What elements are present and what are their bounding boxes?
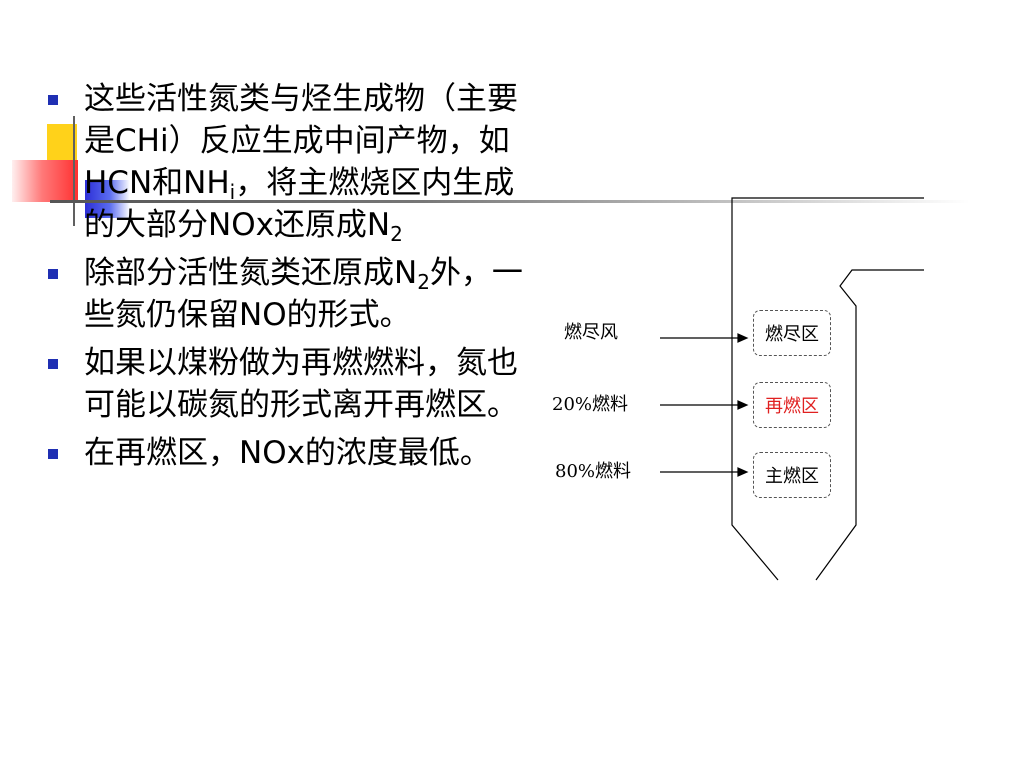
label-burnout-air: 燃尽风 — [564, 322, 618, 343]
bullet-item: 如果以煤粉做为再燃燃料，氮也可能以碳氮的形式离开再燃区。 — [48, 342, 548, 426]
bullet-text: 如果以煤粉做为再燃燃料，氮也可能以碳氮的形式离开再燃区。 — [84, 345, 518, 423]
furnace-outline — [660, 197, 924, 581]
corner-decoration — [0, 0, 1024, 240]
arrowhead-icon — [737, 400, 749, 410]
zone-reburn: 再燃区 — [753, 382, 831, 428]
bullet-item: 除部分活性氮类还原成N2外，一些氮仍保留NO的形式。 — [48, 252, 548, 336]
bullet-square-icon — [48, 95, 58, 105]
furnace-right-wall — [815, 269, 924, 581]
bullet-text: 这些活性氮类与烃生成物（主要是CHi）反应生成中间产物，如HCN和NHi，将主燃… — [84, 81, 518, 246]
deco-blue-square — [85, 180, 130, 218]
bullet-item: 在再燃区，NOx的浓度最低。 — [48, 432, 548, 474]
deco-yellow-square — [47, 124, 77, 164]
arrowhead-icon — [737, 467, 749, 477]
arrowhead-icon — [737, 333, 749, 343]
input-arrows — [660, 333, 749, 477]
deco-red-square — [12, 160, 78, 202]
bullet-square-icon — [48, 449, 58, 459]
bullet-square-icon — [48, 269, 58, 279]
bullet-list: 这些活性氮类与烃生成物（主要是CHi）反应生成中间产物，如HCN和NHi，将主燃… — [48, 78, 548, 480]
bullet-text: 除部分活性氮类还原成N2外，一些氮仍保留NO的形式。 — [84, 255, 523, 333]
bullet-text: 在再燃区，NOx的浓度最低。 — [84, 435, 491, 471]
label-main-fuel: 80%燃料 — [555, 461, 632, 482]
deco-vertical-line — [73, 116, 75, 226]
zone-burnout: 燃尽区 — [753, 310, 831, 356]
deco-horizontal-line — [50, 200, 970, 203]
bullet-item: 这些活性氮类与烃生成物（主要是CHi）反应生成中间产物，如HCN和NHi，将主燃… — [48, 78, 548, 246]
zone-main: 主燃区 — [753, 452, 831, 498]
furnace-left-wall — [731, 197, 924, 581]
label-reburn-fuel: 20%燃料 — [552, 394, 629, 415]
bullet-square-icon — [48, 359, 58, 369]
furnace-diagram: 燃尽风 20%燃料 80%燃料 燃尽区 再燃区 主燃区 — [540, 190, 980, 590]
